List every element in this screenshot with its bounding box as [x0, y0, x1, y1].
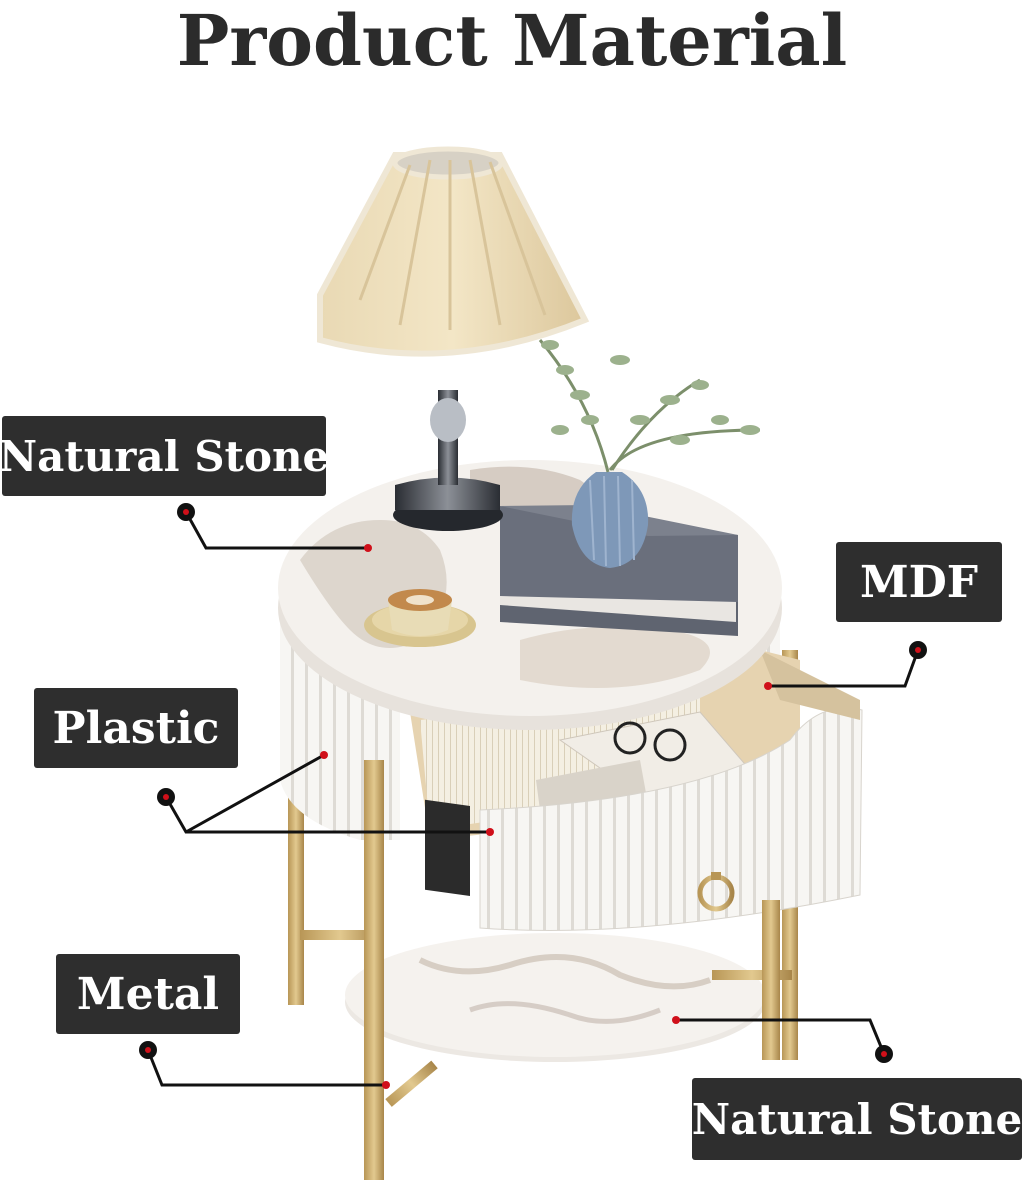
vase-with-plant [538, 339, 761, 568]
front-left-leg [364, 760, 384, 1180]
page-title: Product Material [176, 0, 848, 82]
coffee-cup [364, 589, 476, 647]
label-natural-stone-bottom: Natural Stone [692, 1078, 1022, 1160]
table-lamp [317, 146, 590, 531]
label-plastic: Plastic [34, 688, 238, 768]
label-metal: Metal [56, 954, 240, 1034]
label-mdf: MDF [836, 542, 1002, 622]
callout-lines [146, 511, 920, 1087]
callout-dots [139, 503, 927, 1089]
label-natural-stone-top: Natural Stone [0, 416, 329, 496]
front-right-leg [762, 900, 780, 1060]
lower-shelf [345, 933, 765, 1062]
